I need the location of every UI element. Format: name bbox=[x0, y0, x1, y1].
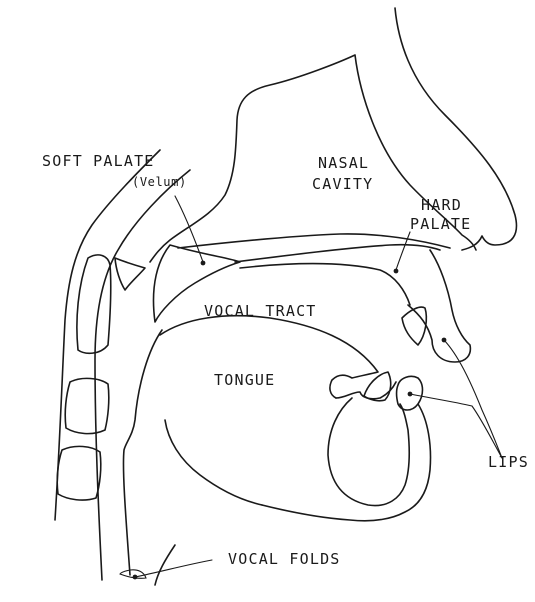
tongue-root-wall bbox=[123, 330, 162, 575]
vocal-folds-pointer-dot bbox=[133, 575, 138, 580]
vocal-folds-pointer bbox=[135, 560, 212, 577]
label-palate: PALATE bbox=[410, 215, 471, 233]
velum-pointer bbox=[175, 196, 203, 262]
larynx-front-wall bbox=[155, 545, 175, 585]
vertebra-2 bbox=[65, 378, 109, 433]
label-tongue: TONGUE bbox=[214, 371, 275, 389]
label-velum: (Velum) bbox=[132, 175, 187, 189]
label-hard: HARD bbox=[421, 196, 462, 214]
floor-of-mouth bbox=[165, 420, 262, 505]
velum-pointer-dot bbox=[201, 261, 206, 266]
pharynx-back-wall bbox=[55, 150, 160, 520]
upper-incisor bbox=[402, 307, 426, 345]
label-vocal-folds: VOCAL FOLDS bbox=[228, 550, 341, 568]
nasal-floor-line bbox=[178, 234, 450, 248]
lips-pointer-lower-dot bbox=[408, 392, 413, 397]
small-triangle-bone bbox=[115, 258, 145, 290]
chin-outline bbox=[262, 404, 431, 521]
mandible-outline bbox=[328, 398, 409, 506]
label-nasal: NASAL bbox=[318, 154, 369, 172]
lips-pointer-lower bbox=[410, 394, 502, 458]
lips-pointer-upper bbox=[444, 340, 502, 458]
lower-incisor bbox=[364, 372, 391, 401]
label-vocal-tract: VOCAL TRACT bbox=[204, 302, 317, 320]
label-cavity: CAVITY bbox=[312, 175, 373, 193]
label-soft-palate: SOFT PALATE bbox=[42, 152, 155, 170]
label-lips: LIPS bbox=[488, 453, 529, 471]
hard-palate-upper bbox=[235, 245, 440, 262]
hard-palate-lower bbox=[240, 264, 410, 305]
lips-pointer-upper-dot bbox=[442, 338, 447, 343]
vertebra-3 bbox=[57, 446, 101, 500]
vertebra-1 bbox=[77, 255, 111, 353]
hard-palate-pointer-dot bbox=[394, 269, 399, 274]
